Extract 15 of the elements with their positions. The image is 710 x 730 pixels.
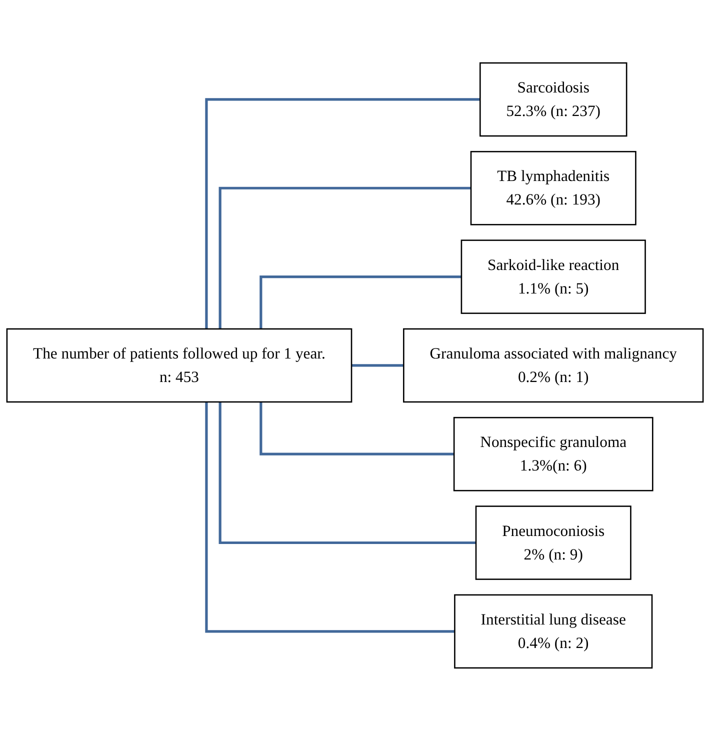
connector (205, 98, 480, 328)
node-box: Granuloma associated with malignancy 0.2% (n: 1) (403, 328, 704, 402)
connector (260, 402, 454, 455)
connector (218, 186, 471, 328)
connector (218, 402, 476, 544)
connector (350, 364, 404, 366)
node-box: Pneumoconiosis 2% (n: 9) (475, 505, 632, 580)
node-box: The number of patients followed up for 1 year. n: 453 (6, 328, 352, 402)
node-box: Nonspecific granuloma 1.3%(n: 6) (453, 416, 654, 491)
node-box: Sarcoidosis 52.3% (n: 237) (479, 62, 628, 136)
connector (260, 275, 462, 328)
node-box: TB lymphadenitis 42.6% (n: 193) (470, 150, 636, 225)
node-box: Interstitial lung disease 0.4% (n: 2) (454, 594, 653, 668)
connector (205, 402, 455, 632)
node-box: Sarkoid-like reaction 1.1% (n: 5) (460, 239, 646, 314)
